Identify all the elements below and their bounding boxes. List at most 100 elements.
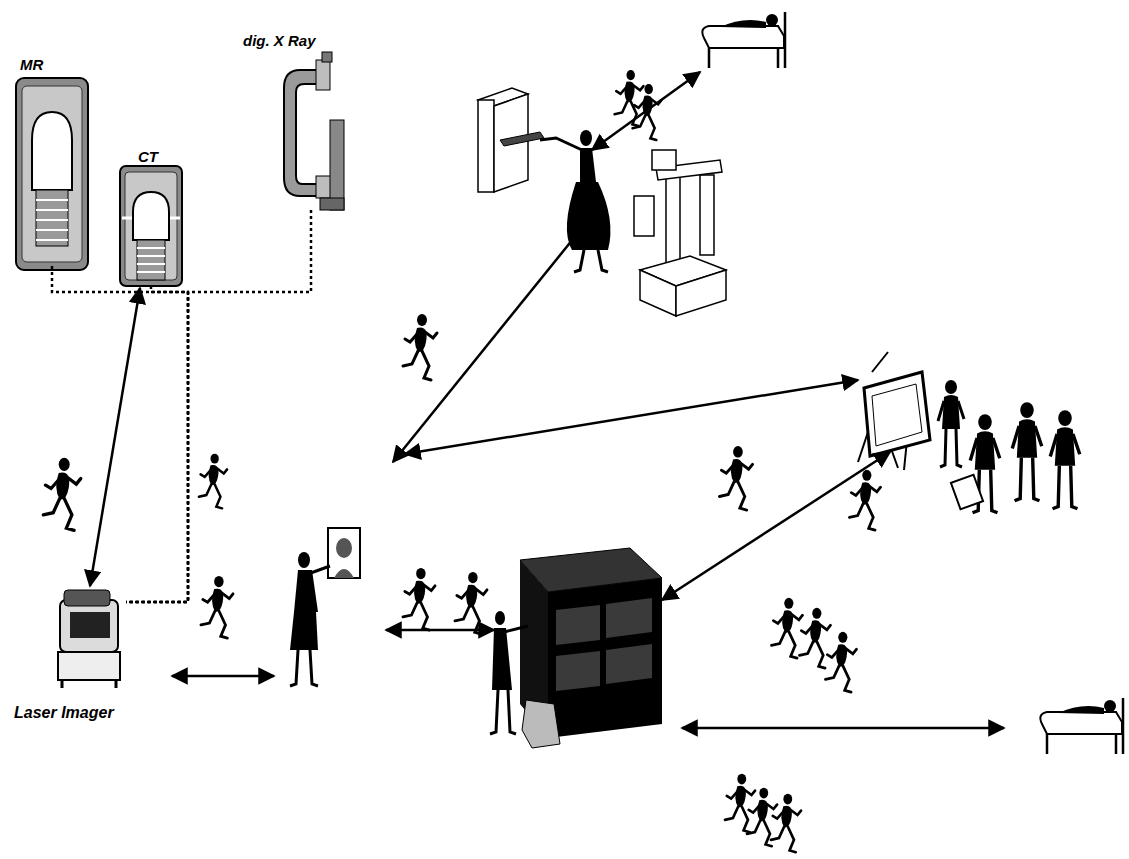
network-link <box>126 286 188 602</box>
flow-arrow <box>90 288 140 586</box>
running-person <box>201 576 233 638</box>
mr-scanner <box>22 86 82 262</box>
flow-arrow <box>393 218 590 462</box>
standing-woman <box>540 138 582 150</box>
device-label: dig. X Ray <box>243 32 316 50</box>
archivist <box>495 611 505 625</box>
flow-arrow <box>662 452 890 600</box>
standing-woman <box>540 130 610 272</box>
technician-with-film <box>294 570 318 612</box>
terminal-cabinet <box>478 88 544 192</box>
laser-imager <box>62 680 116 688</box>
running-person <box>799 608 830 668</box>
archivist <box>504 626 528 632</box>
device-area <box>56 588 124 680</box>
standing-woman <box>574 250 608 272</box>
lightbox-easel <box>872 384 922 446</box>
running-person <box>455 572 487 634</box>
c-arm <box>330 120 344 210</box>
ct-scanner <box>125 172 177 280</box>
ct-scanner <box>120 166 182 286</box>
device-area <box>120 166 182 286</box>
laser-imager <box>70 612 110 638</box>
running-person <box>725 774 755 832</box>
device-box: dig. X Ray <box>243 32 344 210</box>
technician-with-film <box>308 566 330 574</box>
mr-scanner <box>16 78 88 270</box>
device-box: CT <box>120 148 182 286</box>
laser-imager <box>58 652 120 680</box>
running-person <box>403 314 437 380</box>
film-processor <box>634 150 726 316</box>
ct-scanner <box>137 248 165 272</box>
device-area <box>16 74 88 266</box>
film-processor <box>634 196 654 236</box>
archivist <box>492 628 512 690</box>
film-archive <box>520 548 662 748</box>
running-person <box>849 470 880 530</box>
film-archive <box>522 700 560 748</box>
laser-imager <box>58 590 120 688</box>
technician-with-film <box>290 650 318 686</box>
c-arm <box>320 198 344 210</box>
lightbox-easel <box>858 352 930 470</box>
mr-scanner <box>32 112 72 190</box>
technician-with-film <box>290 612 318 650</box>
clipboard <box>951 475 983 510</box>
patient-bed <box>702 12 785 68</box>
clipboard <box>951 475 983 510</box>
device-area <box>278 50 344 210</box>
film-processor <box>666 170 680 270</box>
device-label: MR <box>20 56 43 74</box>
viewer <box>1012 402 1041 501</box>
mr-scanner <box>36 200 68 240</box>
patient-bed <box>1040 698 1123 754</box>
flow-arrow <box>386 629 494 632</box>
c-arm <box>322 52 332 62</box>
device-label: Laser Imager <box>14 704 114 722</box>
film-processor <box>640 270 676 316</box>
network-link <box>52 266 188 602</box>
viewer <box>1050 410 1079 509</box>
c-arm <box>316 60 330 90</box>
running-person <box>719 446 752 510</box>
running-person <box>199 454 227 509</box>
ct-scanner <box>120 166 182 286</box>
lightbox-easel <box>864 372 930 456</box>
running-person <box>403 568 435 630</box>
presenter <box>938 380 964 467</box>
running-person <box>771 598 802 658</box>
terminal-cabinet <box>478 100 494 192</box>
film-processor <box>700 175 714 255</box>
running-person <box>825 632 856 692</box>
running-person <box>615 70 644 126</box>
ct-scanner <box>122 217 180 220</box>
flow-arrow <box>592 72 700 150</box>
film-processor <box>652 150 676 170</box>
flow-arrow <box>172 675 274 678</box>
film-archive <box>556 598 652 691</box>
technician-with-film <box>336 538 352 558</box>
archivist <box>490 611 528 734</box>
device-box: Laser Imager <box>14 588 124 722</box>
mr-scanner <box>36 190 68 246</box>
technician-with-film <box>328 528 360 578</box>
ct-scanner <box>137 240 165 280</box>
flow-arrow <box>405 380 858 454</box>
archivist <box>490 690 516 734</box>
c-arm <box>284 52 344 210</box>
network-link <box>126 210 311 602</box>
flow-arrow <box>682 727 1004 730</box>
technician-with-film <box>334 569 354 578</box>
running-person <box>633 84 662 140</box>
technician-with-film <box>290 528 360 686</box>
laser-imager <box>64 590 110 606</box>
film-archive <box>548 578 662 738</box>
device-box: MR <box>16 56 88 266</box>
device-label: CT <box>138 148 158 166</box>
technician-with-film <box>298 552 310 568</box>
running-person <box>43 458 80 531</box>
